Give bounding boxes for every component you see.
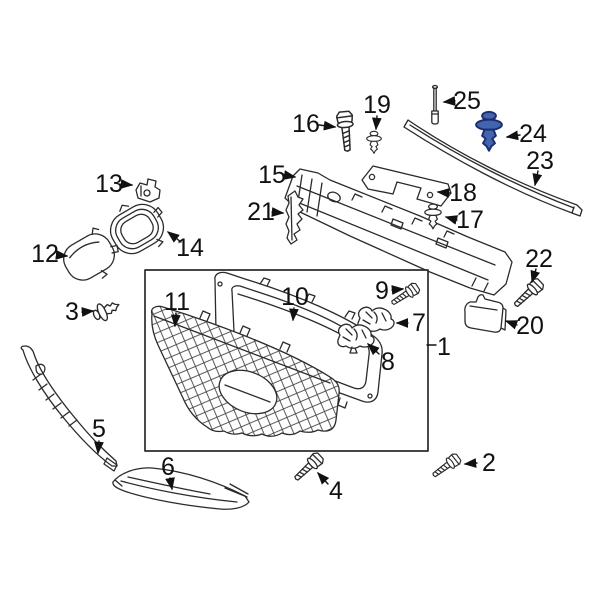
- callout-18-label: 18: [449, 179, 477, 207]
- callout-13-label: 13: [95, 170, 123, 198]
- callout-13: 13: [95, 170, 134, 198]
- callout-10: 10: [281, 283, 309, 322]
- callout-24-label: 24: [519, 120, 547, 148]
- callout-25: 25: [442, 87, 481, 115]
- callout-9: 9: [375, 277, 405, 305]
- callout-20: 20: [504, 312, 544, 340]
- part-15-sight-shield-panel: [284, 168, 513, 296]
- part-8-mounting-bracket: [337, 323, 375, 354]
- part-24-push-pin-retainer-highlighted: [475, 110, 503, 152]
- callout-20-label: 20: [516, 312, 544, 340]
- callout-17: 17: [444, 206, 484, 234]
- callout-4: 4: [317, 471, 343, 505]
- callout-23-label: 23: [526, 147, 554, 175]
- callout-21-label: 21: [247, 198, 275, 226]
- callout-3-label: 3: [65, 298, 79, 326]
- callout-7: 7: [395, 309, 426, 337]
- callout-9-label: 9: [375, 277, 389, 305]
- callout-4-label: 4: [329, 477, 343, 505]
- part-10-grille-surround: [214, 271, 383, 409]
- callout-6: 6: [161, 453, 175, 491]
- callout-12-label: 12: [31, 240, 59, 268]
- callout-19: 19: [363, 91, 391, 131]
- part-2-bolt: [429, 451, 463, 482]
- part-14-bezel-ring: [109, 203, 165, 255]
- part-16-flange-bolt: [335, 110, 357, 153]
- part-11-grille-mesh-insert: [150, 305, 340, 437]
- part-3-push-pin-clip: [89, 295, 124, 325]
- callout-15: 15: [258, 161, 297, 189]
- callout-8: 8: [366, 343, 395, 376]
- callout-11: 11: [164, 288, 190, 328]
- callout-8-label: 8: [381, 348, 395, 376]
- part-23-upper-trim-strip: [403, 119, 583, 217]
- callout-11-label: 11: [164, 288, 190, 316]
- part-13-clip-bracket: [135, 178, 161, 203]
- part-4-bolt: [290, 450, 326, 485]
- part-21-side-bracket: [285, 190, 304, 245]
- part-12-oval-cover: [63, 227, 119, 281]
- callout-19-label: 19: [363, 91, 391, 119]
- callout-14-label: 14: [176, 234, 204, 262]
- callout-21: 21: [247, 198, 285, 226]
- part-25-stud-pin: [431, 84, 439, 125]
- part-18-mounting-plate: [361, 165, 452, 207]
- callout-24: 24: [505, 120, 547, 148]
- part-5-corner-molding-strip: [20, 345, 118, 472]
- callout-17-label: 17: [456, 206, 484, 234]
- callout-25-label: 25: [453, 87, 481, 115]
- callout-22-label: 22: [525, 245, 553, 273]
- callout-16-label: 16: [292, 110, 320, 138]
- callout-2-label: 2: [482, 449, 496, 477]
- callout-22: 22: [525, 245, 553, 284]
- callout-10-label: 10: [281, 283, 309, 311]
- part-19-push-pin-clip: [366, 130, 382, 154]
- callout-3: 3: [65, 298, 95, 326]
- callout-23: 23: [526, 147, 554, 187]
- callout-5-label: 5: [92, 415, 106, 443]
- part-22-bolt: [510, 276, 546, 312]
- callout-12: 12: [31, 240, 69, 268]
- callout-7-label: 7: [412, 309, 426, 337]
- callout-1: 1: [426, 333, 451, 361]
- callout-6-label: 6: [161, 453, 175, 481]
- callout-18: 18: [436, 179, 477, 207]
- part-6-lower-molding-strip: [112, 467, 250, 510]
- part-20-bracket-plate: [464, 294, 507, 333]
- callout-1-label: 1: [437, 333, 451, 361]
- callout-16: 16: [292, 110, 337, 138]
- callout-5: 5: [92, 415, 106, 455]
- callout-2: 2: [463, 449, 496, 477]
- callout-14: 14: [166, 231, 204, 262]
- callout-15-label: 15: [258, 161, 286, 189]
